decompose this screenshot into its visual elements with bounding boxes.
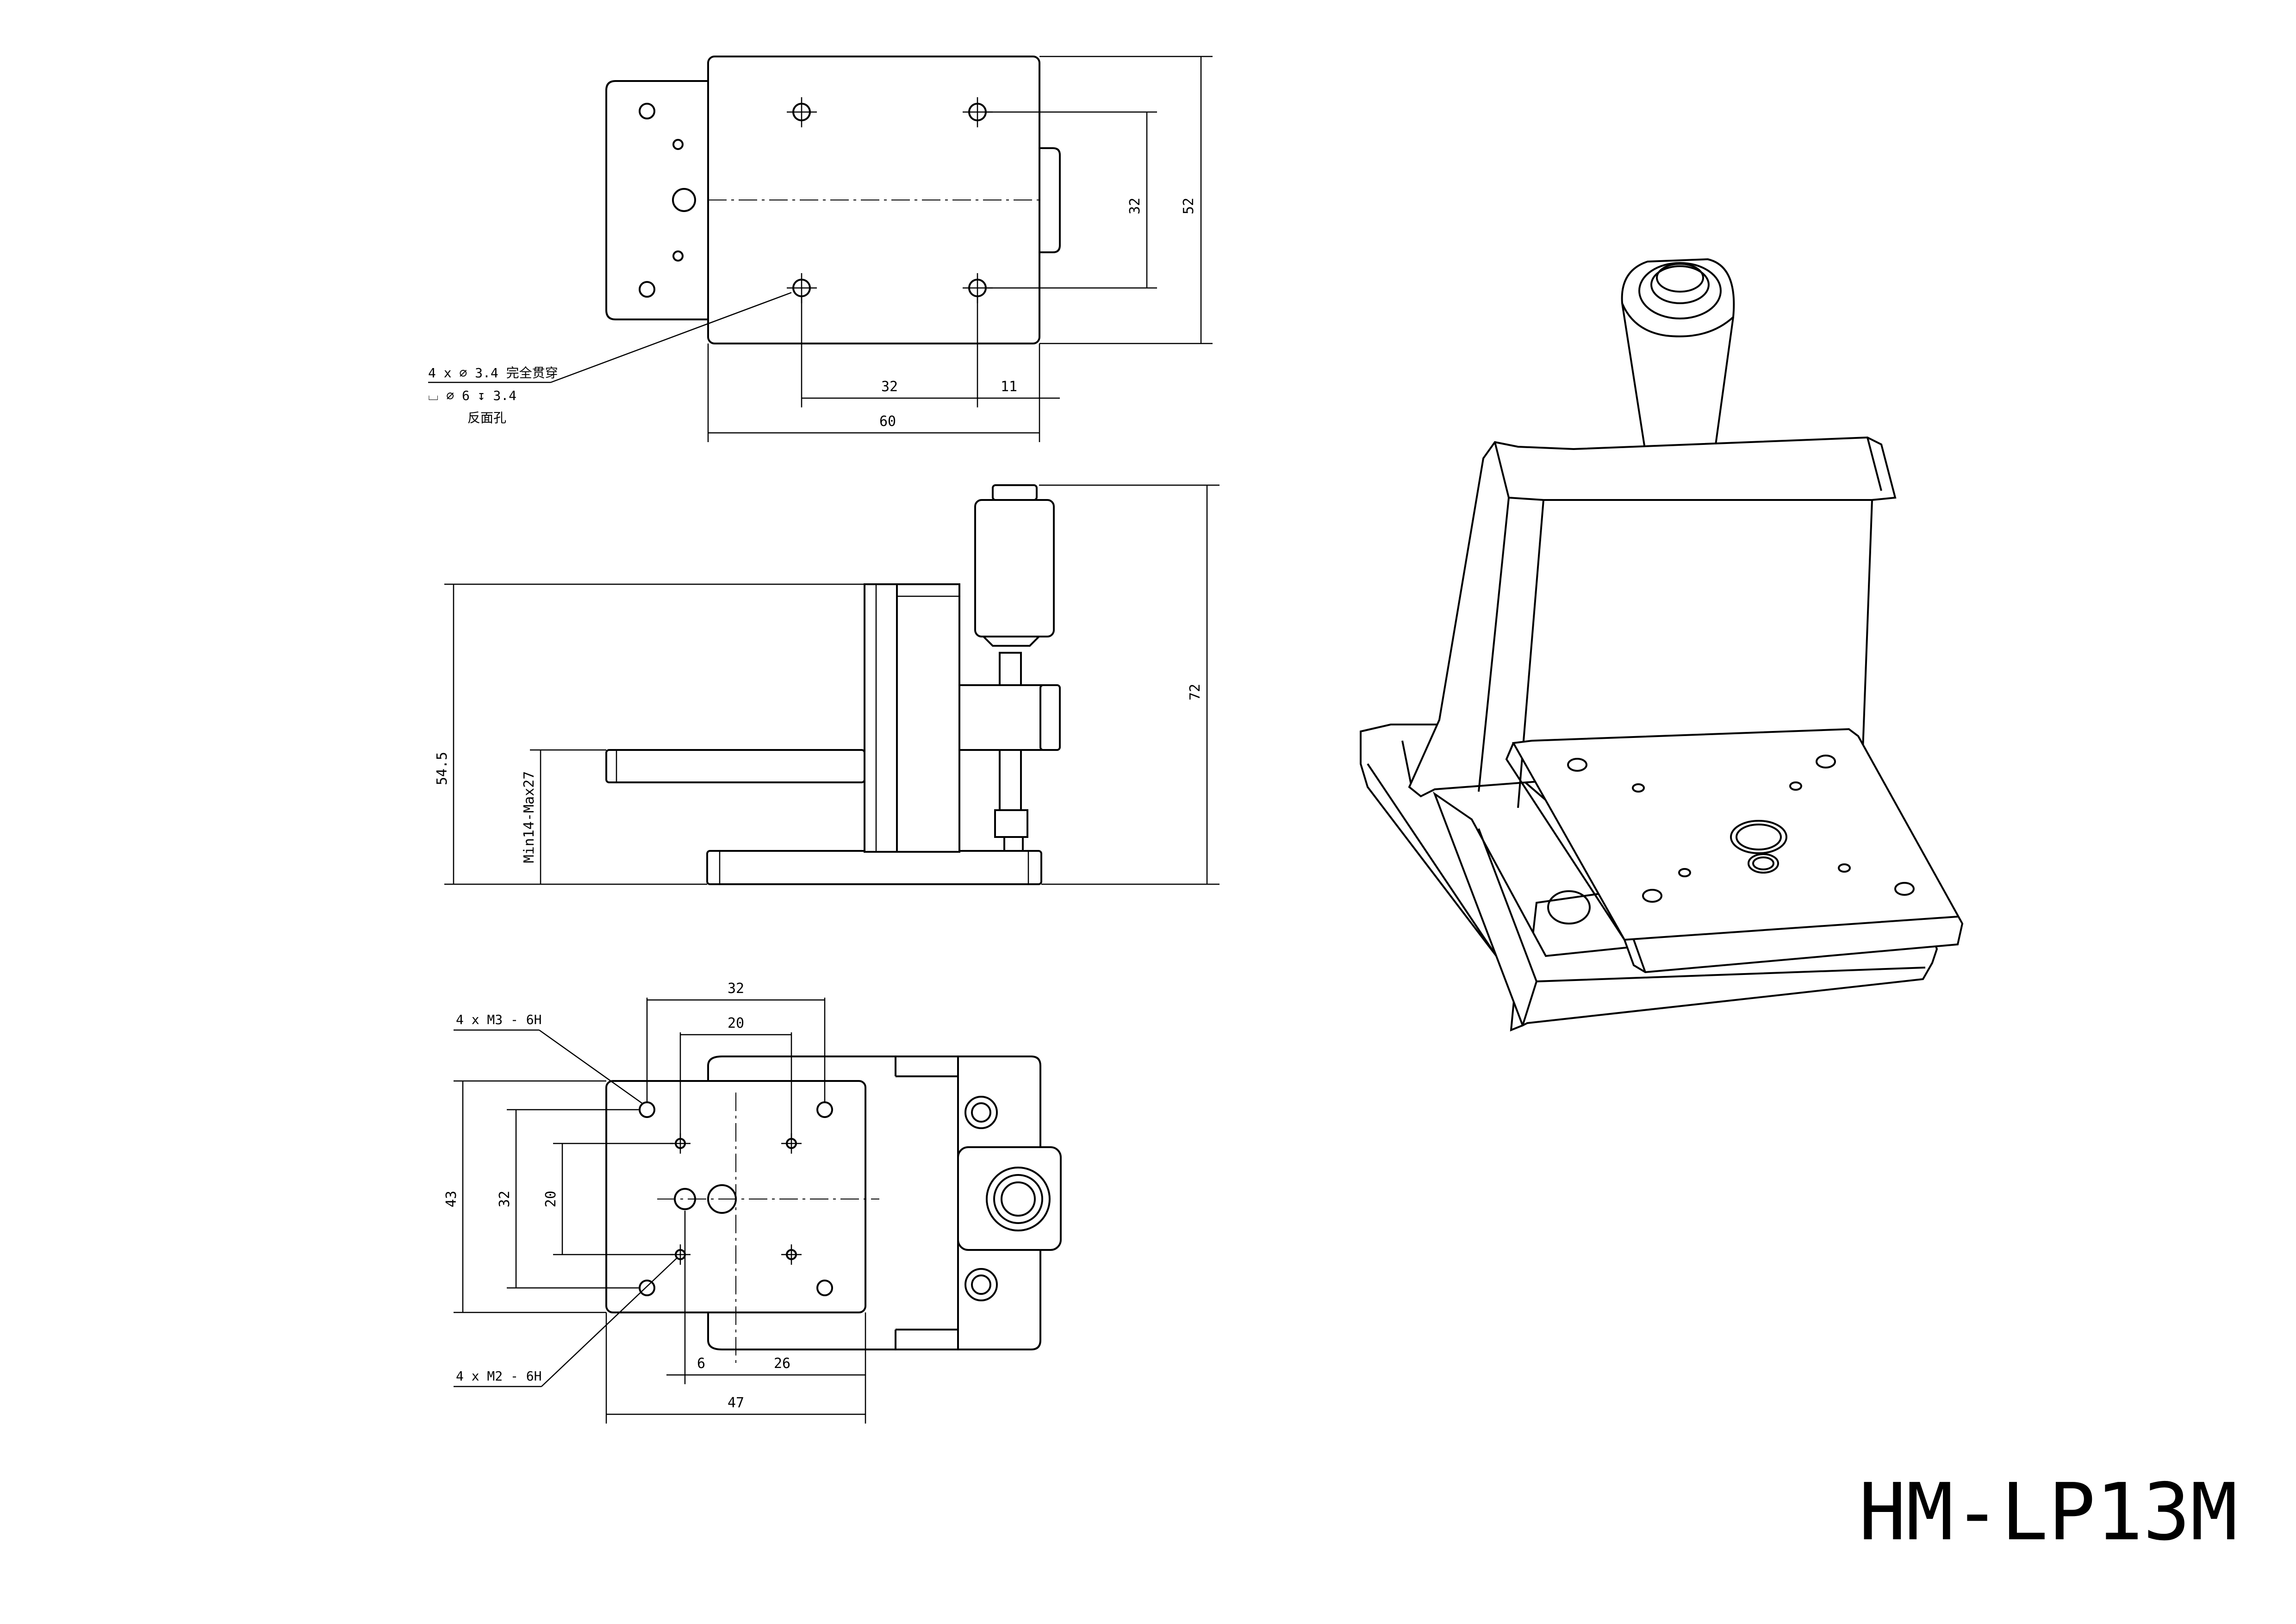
dim-platform-height: 54.5 [434, 752, 450, 785]
m3-holes [639, 1101, 833, 1296]
dim-bottom-26: 26 [774, 1355, 790, 1372]
hole-note-line2: ⌴ ⌀ 6 ↧ 3.4 [428, 388, 516, 403]
hole-note-line3: 反面孔 [467, 410, 506, 425]
dim-bottom-6: 6 [697, 1355, 705, 1372]
side-view: 72 54.5 Min14-Max27 [434, 484, 1220, 885]
dim-width: 60 [879, 413, 896, 430]
bottom-view: 32 20 43 32 20 6 26 47 4 x M3 - 6H 4 x M… [443, 981, 1062, 1424]
model-title: HM-LP13M [1859, 1467, 2238, 1558]
note-m3: 4 x M3 - 6H [456, 1012, 541, 1027]
dim-top-20: 20 [728, 1015, 744, 1031]
dim-left-43: 43 [443, 1191, 460, 1207]
dim-height: 52 [1181, 198, 1197, 214]
top-view: 32 52 32 11 60 4 x ⌀ 3.4 完全贯穿 ⌴ ⌀ 6 ↧ 3.… [428, 56, 1213, 442]
dim-left-32: 32 [497, 1191, 513, 1207]
dim-hole-spacing-h: 32 [881, 379, 898, 395]
dim-offset: 11 [1001, 379, 1017, 395]
dim-left-20: 20 [543, 1191, 559, 1207]
dim-travel: Min14-Max27 [521, 771, 537, 863]
hole-note-line1: 4 x ⌀ 3.4 完全贯穿 [428, 365, 558, 381]
dim-top-32: 32 [728, 981, 744, 997]
dim-total-height: 72 [1187, 684, 1203, 700]
dim-hole-spacing-v: 32 [1127, 198, 1143, 214]
isometric-view [1360, 258, 1964, 1032]
dim-bottom-47: 47 [728, 1395, 744, 1411]
note-m2: 4 x M2 - 6H [456, 1368, 541, 1384]
